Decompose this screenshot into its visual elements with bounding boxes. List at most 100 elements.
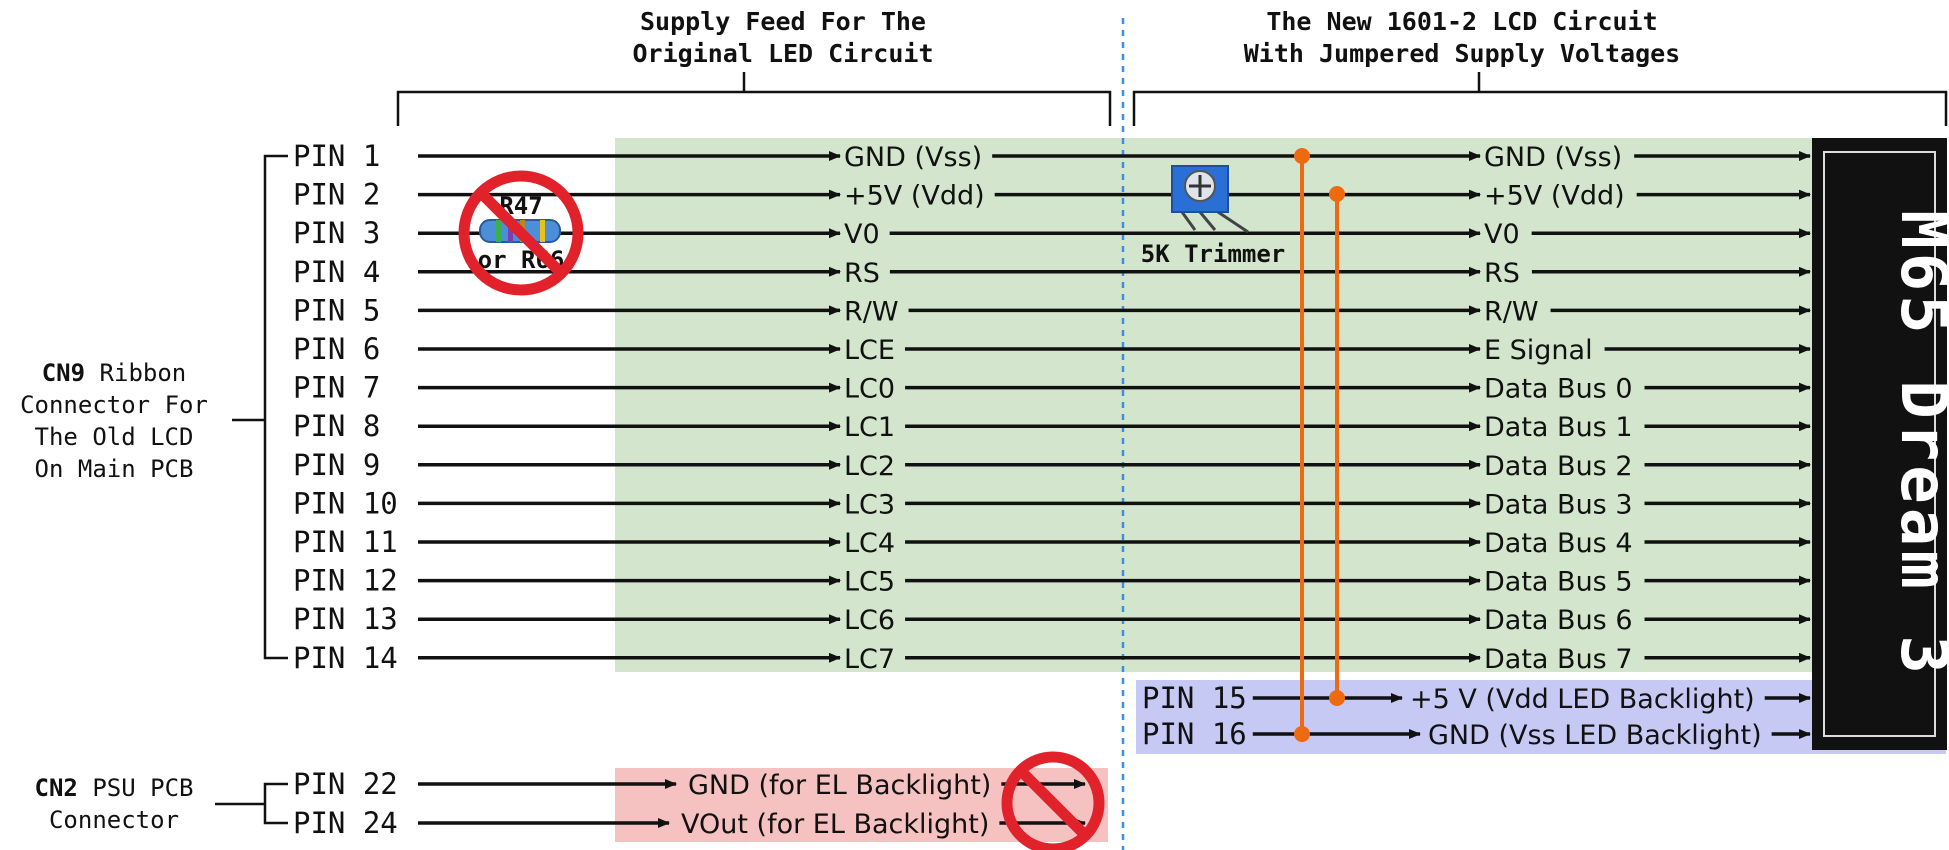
pin-row: PIN 8 LC1 Data Bus 1 — [293, 409, 1811, 443]
lcd-frame — [1812, 138, 1947, 750]
jumper-node — [1294, 148, 1310, 164]
signal-label-left: R/W — [844, 296, 899, 327]
signal-label-left: LC2 — [844, 451, 895, 482]
pin-label: PIN 4 — [293, 255, 380, 289]
pin-label: PIN 14 — [293, 641, 398, 675]
cn2-bracket — [215, 782, 288, 825]
pin-label: PIN 3 — [293, 216, 380, 250]
cn2-name: CN2 — [35, 774, 78, 802]
signal-label-right: Data Bus 0 — [1484, 374, 1633, 405]
resistor-band — [508, 220, 513, 242]
signal-label-right: Data Bus 5 — [1484, 567, 1633, 598]
pin-row: PIN 1 GND (Vss) GND (Vss) — [293, 139, 1811, 173]
pin-row: PIN 5 R/W R/W — [293, 293, 1811, 327]
left-header-bracket — [396, 72, 1112, 126]
signal-label-left: GND (Vss) — [844, 142, 982, 173]
signal-label-left: LC0 — [844, 374, 895, 405]
pin-label: PIN 16 — [1142, 717, 1247, 751]
lcd-display-text: M65 Dream 3 — [1886, 210, 1949, 678]
cn2-line1-rest: PSU PCB — [78, 774, 194, 802]
signal-label-right: Data Bus 2 — [1484, 451, 1633, 482]
lcd-module: M65 Dream 3 — [1812, 138, 1949, 750]
signal-label-right: Data Bus 6 — [1484, 605, 1633, 636]
cn9-label-line3: The Old LCD — [35, 423, 194, 451]
pin-row: PIN 9 LC2 Data Bus 2 — [293, 448, 1811, 482]
right-header-line1: The New 1601-2 LCD Circuit — [1266, 7, 1657, 36]
signal-label-right: R/W — [1484, 296, 1539, 327]
signal-label-right: Data Bus 7 — [1484, 644, 1633, 675]
el-label: GND (for EL Backlight) — [688, 770, 991, 801]
trimmer-pot: 5K Trimmer — [1141, 165, 1286, 268]
trimmer-label: 5K Trimmer — [1141, 240, 1286, 268]
backlight-label: GND (Vss LED Backlight) — [1428, 720, 1762, 751]
trimmer-leg — [1217, 210, 1249, 234]
pin-label: PIN 2 — [293, 178, 380, 212]
pin-label: PIN 12 — [293, 564, 398, 598]
no-sign-slash — [477, 189, 565, 277]
no-sign-slash — [1017, 767, 1089, 839]
signal-label-right: +5V (Vdd) — [1484, 181, 1625, 212]
trimmer-leg — [1198, 211, 1217, 231]
right-header-line2: With Jumpered Supply Voltages — [1244, 39, 1681, 68]
pin-label: PIN 15 — [1142, 681, 1247, 715]
pin-label: PIN 5 — [293, 293, 380, 327]
green-region-left — [615, 138, 1123, 672]
signal-label-right: Data Bus 4 — [1484, 528, 1633, 559]
pin-row: PIN 6 LCE E Signal — [293, 332, 1811, 366]
signal-label-left: LCE — [844, 335, 895, 366]
pin-label: PIN 13 — [293, 602, 398, 636]
signal-label-left: V0 — [844, 219, 880, 250]
pin-label: PIN 11 — [293, 525, 398, 559]
jumper-node — [1294, 726, 1310, 742]
cn9-name: CN9 — [42, 359, 85, 387]
signal-label-left: LC7 — [844, 644, 895, 675]
right-header-bracket — [1132, 72, 1948, 126]
cn2-label-line2: Connector — [49, 806, 179, 834]
signal-label-left: LC3 — [844, 489, 895, 520]
pin-label: PIN 24 — [293, 806, 398, 840]
signal-label-left: LC1 — [844, 412, 895, 443]
signal-label-right: RS — [1484, 258, 1520, 289]
trimmer-leg — [1180, 211, 1197, 231]
pin-row: PIN 13 LC6 Data Bus 6 — [293, 602, 1811, 636]
signal-label-left: RS — [844, 258, 880, 289]
signal-label-left: LC6 — [844, 605, 895, 636]
cn9-bracket — [232, 154, 288, 660]
jumper-wires — [1294, 148, 1345, 742]
pin-label: PIN 6 — [293, 332, 380, 366]
pin-label: PIN 1 — [293, 139, 380, 173]
resistor-band — [540, 220, 545, 242]
signal-label-left: +5V (Vdd) — [844, 181, 985, 212]
pin-rows: PIN 1 GND (Vss) GND (Vss) PIN 2 +5V (Vdd) +5V… — [293, 139, 1811, 675]
pin-label: PIN 22 — [293, 767, 398, 801]
pin-row: PIN 2 +5V (Vdd) +5V (Vdd) — [293, 178, 1811, 212]
pin-label: PIN 9 — [293, 448, 380, 482]
backlight-row: PIN 16 GND (Vss LED Backlight) — [1142, 717, 1811, 751]
jumper-node — [1329, 186, 1345, 202]
signal-label-right: E Signal — [1484, 335, 1593, 366]
backlight-row: PIN 15 +5 V (Vdd LED Backlight) — [1142, 681, 1811, 715]
el-label: VOut (for EL Backlight) — [681, 809, 989, 840]
cn9-label-line4: On Main PCB — [35, 455, 194, 483]
no-sign-icon — [1001, 751, 1105, 850]
signal-label-right: Data Bus 1 — [1484, 412, 1633, 443]
blue-backlight-region — [1136, 680, 1946, 754]
cn2-label-line1: CN2 PSU PCB — [35, 774, 194, 802]
left-header-line1: Supply Feed For The — [640, 7, 926, 36]
el-rows: PIN 22 GND (for EL Backlight) PIN 24 VOut (… — [293, 751, 1105, 850]
pin-row: PIN 14 LC7 Data Bus 7 — [293, 641, 1811, 675]
el-row: PIN 24 VOut (for EL Backlight) — [293, 806, 1086, 840]
resistor-band — [496, 220, 501, 242]
backlight-label: +5 V (Vdd LED Backlight) — [1410, 684, 1755, 715]
pin-label: PIN 10 — [293, 486, 398, 520]
signal-label-right: GND (Vss) — [1484, 142, 1622, 173]
pin-label: PIN 8 — [293, 409, 380, 443]
backlight-rows: PIN 15 +5 V (Vdd LED Backlight) PIN 16 GND … — [1142, 681, 1811, 751]
pin-row: PIN 4 RS RS — [293, 255, 1811, 289]
no-sign-icon — [458, 170, 584, 296]
lcd-inner-border — [1823, 151, 1936, 737]
